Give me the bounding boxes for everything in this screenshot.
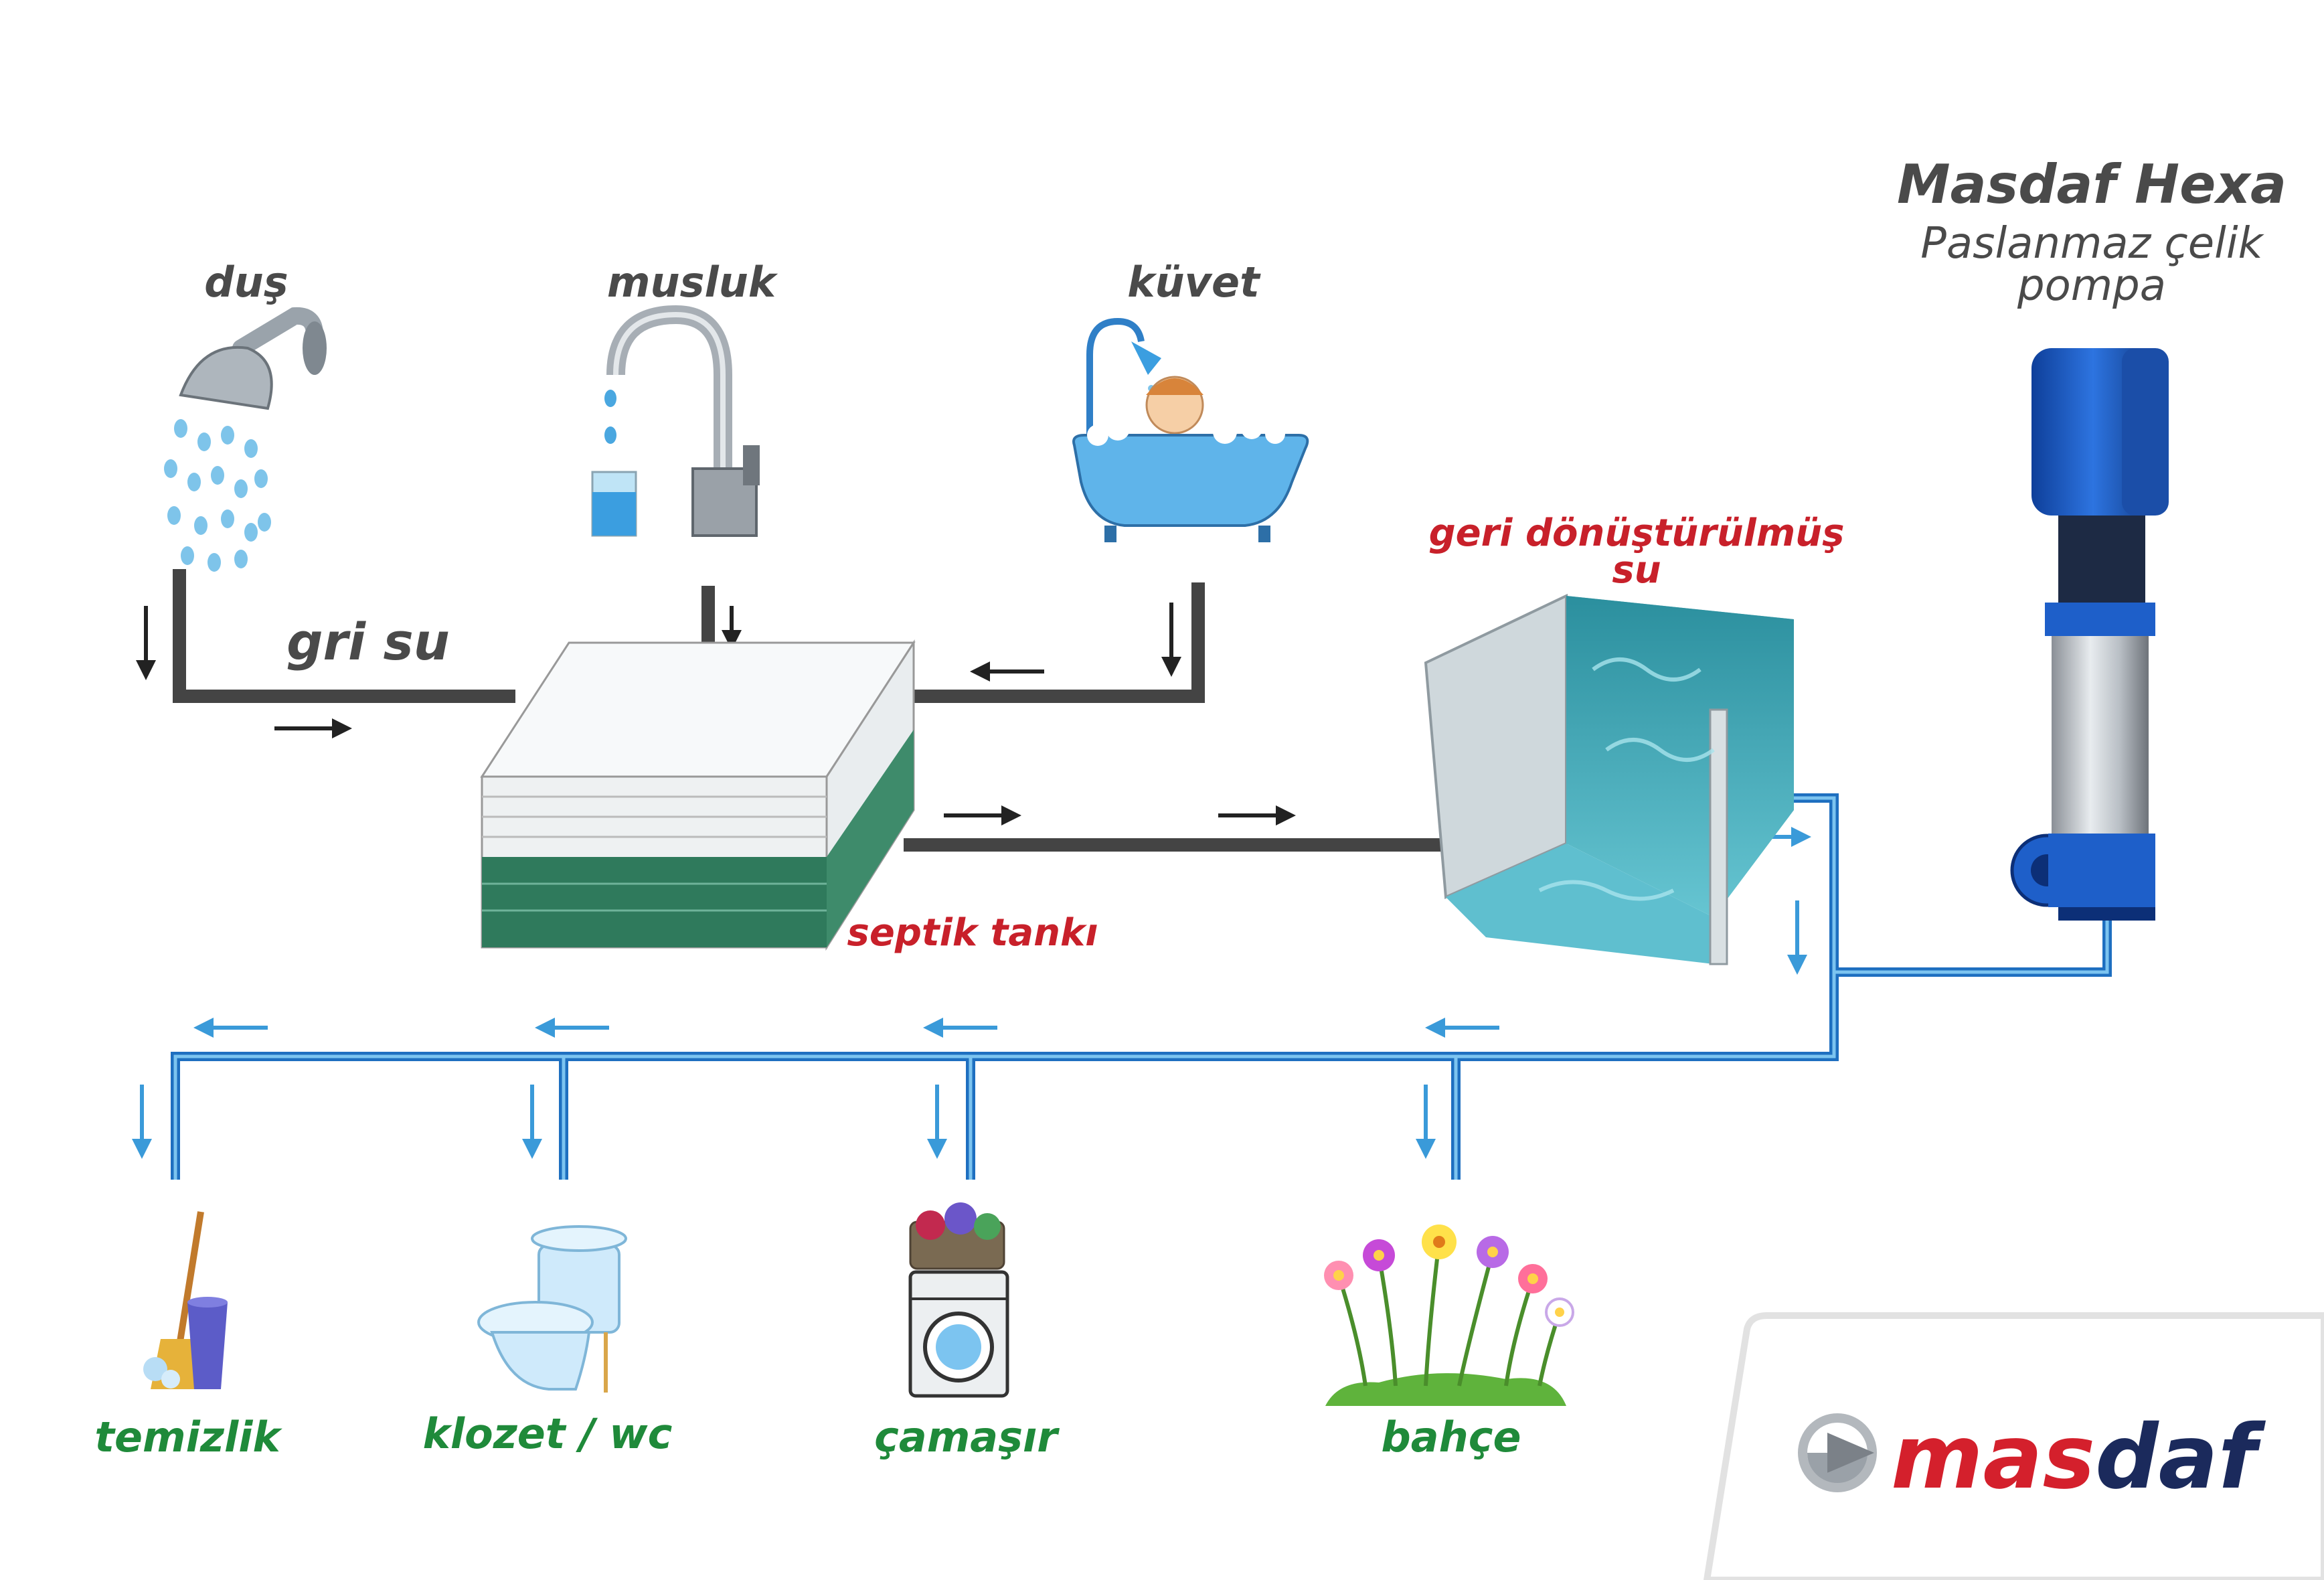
bathtub-icon: [1072, 317, 1309, 542]
pump-title: Masdaf Hexa: [1897, 153, 2287, 216]
shower-icon: [164, 307, 327, 572]
label-recycled-water-line1: geri dönüştürülmüş: [1429, 511, 1845, 555]
brand-wordmark-mas: mas: [1891, 1406, 2095, 1509]
brand-panel: [1703, 1312, 2324, 1580]
label-garden: bahçe: [1381, 1413, 1521, 1462]
label-cleaning: temizlik: [94, 1413, 282, 1462]
label-shower: duş: [204, 258, 288, 307]
label-grey-water: gri su: [286, 612, 450, 672]
faucet-icon: [591, 305, 760, 537]
masdaf-logo-icon: [1807, 1433, 1874, 1486]
toilet-icon: [477, 1225, 627, 1393]
brand-wordmark: masdaf: [1891, 1406, 2266, 1509]
brand-wordmark-daf: daf: [2095, 1406, 2266, 1509]
blue-pipes: [171, 793, 2112, 1180]
label-bathtub: küvet: [1127, 258, 1261, 307]
grey-pipes: [173, 569, 1446, 852]
pump-subtitle-line2: pompa: [2017, 261, 2166, 311]
label-faucet: musluk: [607, 258, 778, 307]
label-laundry: çamaşır: [874, 1413, 1060, 1462]
pipe-shower: [173, 569, 515, 703]
cleaning-icon: [143, 1211, 228, 1389]
garden-icon: [1324, 1224, 1574, 1406]
label-septic-tank: septik tankı: [847, 911, 1098, 955]
label-toilet: klozet / wc: [423, 1409, 673, 1458]
septic-tank-icon: [480, 639, 916, 951]
washing-machine-icon: [908, 1202, 1009, 1398]
recycled-water-reservoir-icon: [1424, 593, 1794, 965]
pipe-to-pump: [1834, 917, 2112, 977]
pump-icon: [2010, 348, 2169, 921]
pump-subtitle-line1: Paslanmaz çelik: [1920, 219, 2264, 268]
label-recycled-water-line2: su: [1612, 548, 1661, 592]
pipe-bathtub: [890, 582, 1205, 703]
grey-arrows: [136, 603, 1296, 825]
blue-pipes-inner: [173, 796, 2109, 1180]
